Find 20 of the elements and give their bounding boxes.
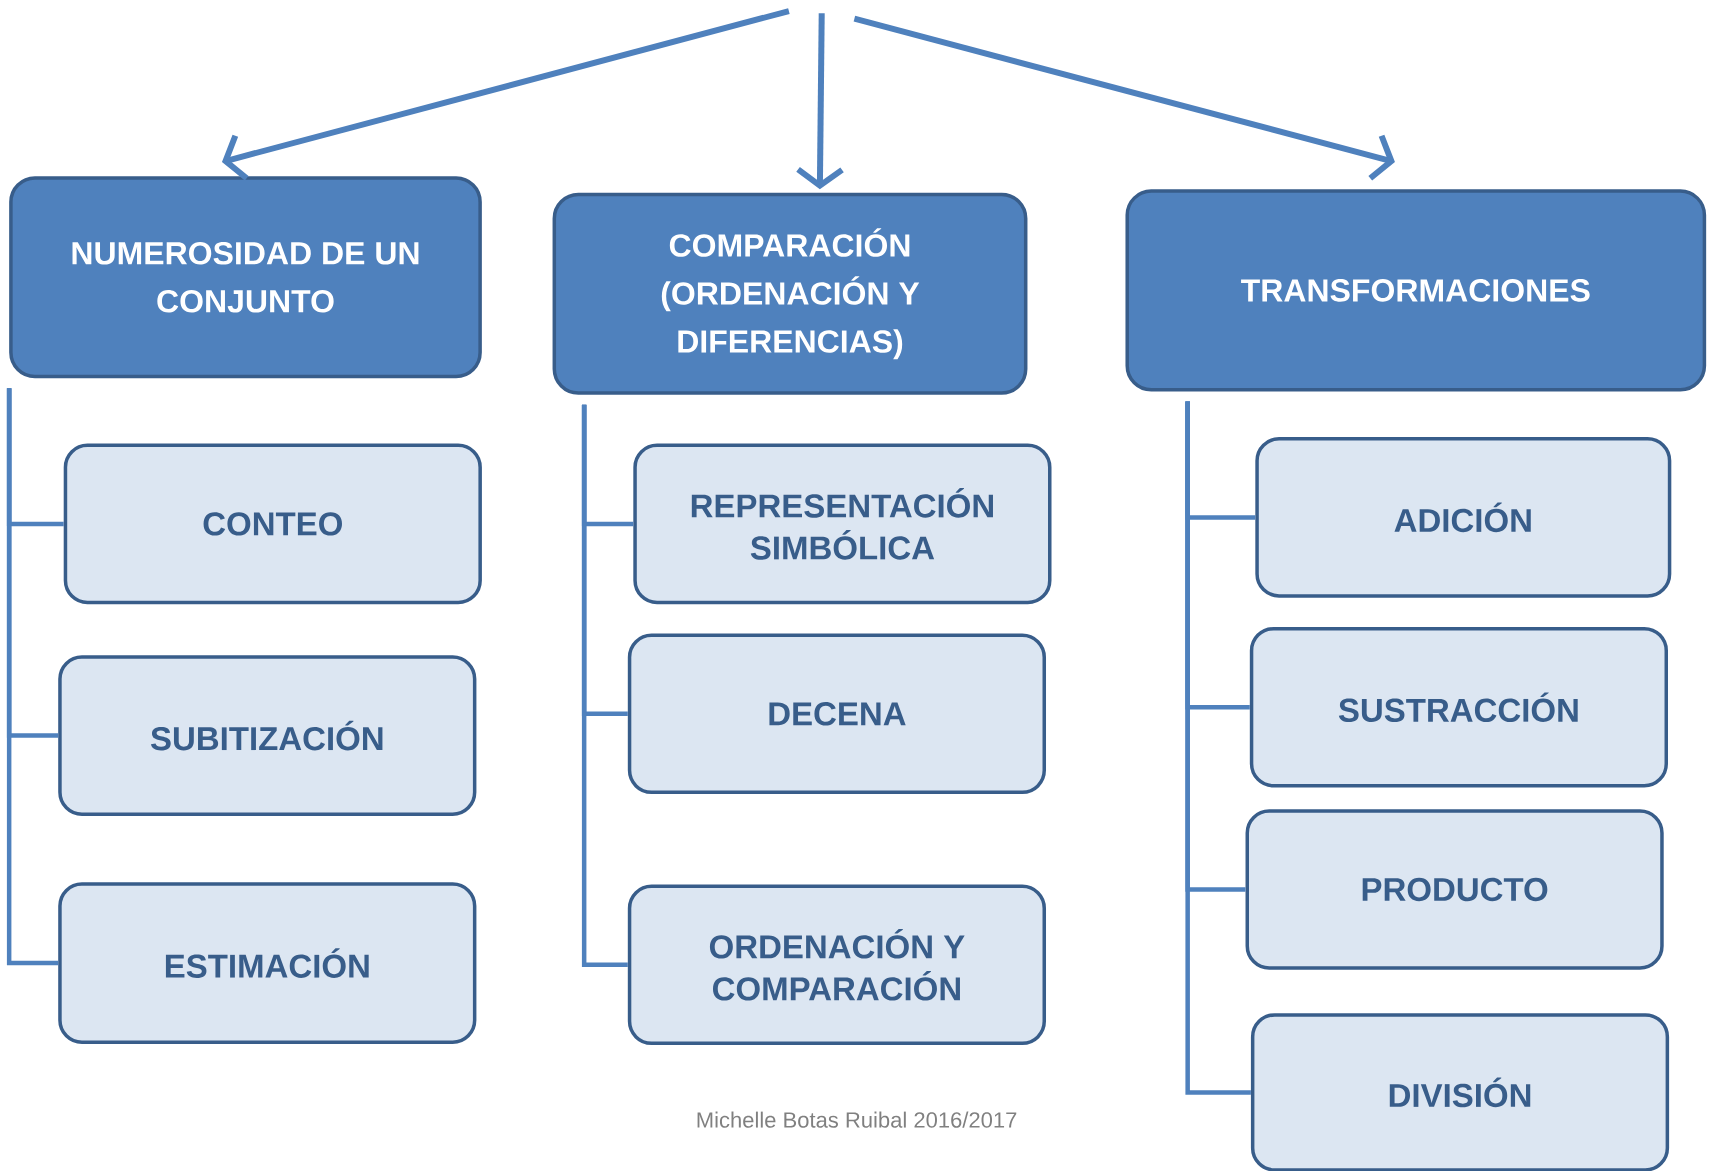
topic-box: CONTEO bbox=[63, 443, 482, 605]
connector-line bbox=[581, 404, 628, 968]
topic-box: REPRESENTACIÓN SIMBÓLICA bbox=[633, 443, 1052, 605]
topic-box: SUBITIZACIÓN bbox=[58, 655, 477, 816]
topic-box: DIVISIÓN bbox=[1250, 1013, 1670, 1171]
category-box: COMPARACIÓN (ORDENACIÓN Y DIFERENCIAS) bbox=[552, 192, 1028, 395]
topic-box: ORDENACIÓN Y COMPARACIÓN bbox=[627, 884, 1046, 1046]
topic-box: DECENA bbox=[627, 633, 1046, 795]
topic-box: ADICIÓN bbox=[1255, 437, 1672, 598]
category-box: NUMEROSIDAD DE UN CONJUNTO bbox=[9, 176, 482, 379]
topic-box: PRODUCTO bbox=[1245, 809, 1664, 970]
topic-box: ESTIMACIÓN bbox=[58, 882, 477, 1044]
arrow bbox=[796, 13, 844, 190]
arrow bbox=[853, 15, 1395, 181]
credit-text: Michelle Botas Ruibal 2016/2017 bbox=[697, 1111, 1017, 1128]
topic-box: SUSTRACCIÓN bbox=[1249, 626, 1668, 788]
category-box: TRANSFORMACIONES bbox=[1125, 189, 1707, 392]
connector-line bbox=[6, 388, 59, 966]
arrow bbox=[221, 8, 790, 181]
connector-line bbox=[1185, 401, 1251, 1095]
